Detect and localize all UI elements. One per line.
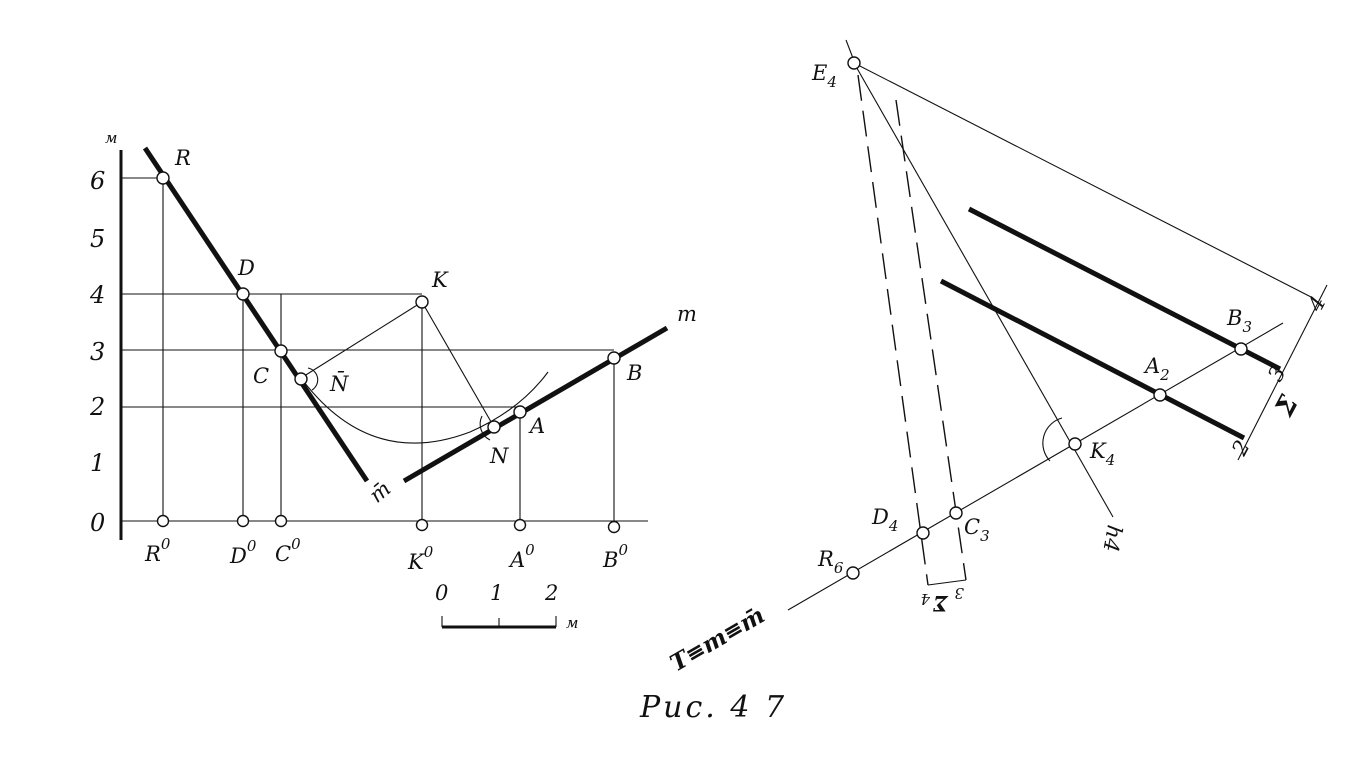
thick-line-lower (939, 278, 1246, 441)
label-b: B (626, 361, 642, 385)
point-a0 (513, 518, 527, 532)
line-m (402, 325, 669, 484)
y-tick-0: 0 (90, 509, 105, 537)
point-k4 (1068, 437, 1082, 451)
angle-mark-k4 (1042, 417, 1063, 462)
label-c: C (253, 364, 269, 388)
label-t-line: T≡m≡m̄ (666, 602, 770, 678)
label-k0: K0 (407, 543, 434, 574)
label-r6: R6 (817, 547, 844, 577)
point-b (607, 351, 621, 365)
dashed-line-c (895, 99, 967, 581)
y-tick-2: 2 (89, 393, 105, 421)
left-view: м 0 1 2 3 4 5 6 (89, 129, 697, 632)
point-d (236, 287, 250, 301)
label-r: R (174, 146, 191, 170)
point-c3 (949, 506, 963, 520)
line-kn (421, 301, 495, 428)
label-k: K (431, 268, 449, 292)
point-d0 (236, 514, 250, 528)
point-a2 (1153, 388, 1167, 402)
label-a2: A2 (1143, 354, 1170, 384)
label-n: N (489, 444, 509, 468)
point-r (156, 171, 170, 185)
point-k0 (415, 518, 429, 532)
scale-label-1: 1 (490, 581, 503, 605)
label-r0: R0 (144, 535, 171, 566)
point-r0 (156, 514, 170, 528)
small-plane-base (927, 579, 967, 586)
label-m-bar: m̄ (365, 476, 396, 507)
label-c0: C0 (275, 535, 301, 566)
plane-tick-4: 4 (1303, 292, 1331, 316)
point-n-bar (294, 372, 308, 386)
point-d4 (916, 526, 930, 540)
point-c (274, 344, 288, 358)
point-k (415, 295, 429, 309)
point-r6 (846, 566, 860, 580)
plane-trace (1237, 284, 1328, 461)
label-n-bar: N̄ (329, 371, 349, 396)
angle-mark-n-bar (307, 367, 319, 391)
point-b3 (1234, 342, 1248, 356)
y-tick-4: 4 (89, 281, 105, 309)
e-to-plane-line (853, 62, 1314, 299)
label-a0: A0 (508, 541, 535, 572)
label-c3: C3 (964, 515, 990, 545)
line-kn-bar (300, 301, 423, 379)
label-d4: D4 (871, 505, 898, 535)
label-d: D (237, 256, 255, 280)
y-tick-6: 6 (90, 167, 105, 195)
label-d0: D0 (229, 537, 257, 568)
label-k4: K4 (1089, 439, 1115, 469)
y-tick-1: 1 (90, 449, 105, 477)
plane-tick-2: 2 (1227, 436, 1255, 460)
plane-sigma-label: Σ (1269, 390, 1305, 422)
scale-bar: 0 1 2 м (435, 581, 578, 632)
thick-line-upper (967, 206, 1282, 372)
scale-label-0: 0 (435, 581, 448, 605)
scale-unit: м (566, 614, 578, 632)
dashed-line-d (857, 74, 929, 586)
point-c0 (274, 514, 288, 528)
point-a (513, 405, 527, 419)
rotation-arc (300, 371, 549, 444)
small-plane-tick-4: 4 (920, 590, 931, 608)
point-e4 (847, 56, 861, 70)
small-plane-sigma: Σ (933, 591, 949, 616)
label-m: m (677, 302, 697, 326)
point-b0 (607, 520, 621, 534)
line-t (787, 322, 1284, 611)
point-n (487, 420, 501, 434)
label-a: A (528, 414, 545, 438)
label-normal: h4 (1098, 523, 1126, 554)
scale-label-2: 2 (544, 581, 558, 605)
angle-mark-n (479, 415, 491, 441)
small-plane-tick-3: 3 (954, 584, 964, 602)
y-tick-5: 5 (90, 225, 105, 253)
line-m-bar (142, 146, 370, 483)
figure-caption: Рис. 4 7 (640, 690, 788, 725)
y-tick-3: 3 (90, 338, 105, 366)
label-b0: B0 (602, 541, 628, 572)
label-e4: E4 (811, 61, 837, 91)
axis-unit-label: м (105, 129, 117, 147)
right-view: E4 B3 A2 K4 C3 D4 R6 4 3 2 Σ 4 Σ 3 T≡m≡m… (666, 39, 1331, 678)
label-b3: B3 (1226, 306, 1252, 336)
